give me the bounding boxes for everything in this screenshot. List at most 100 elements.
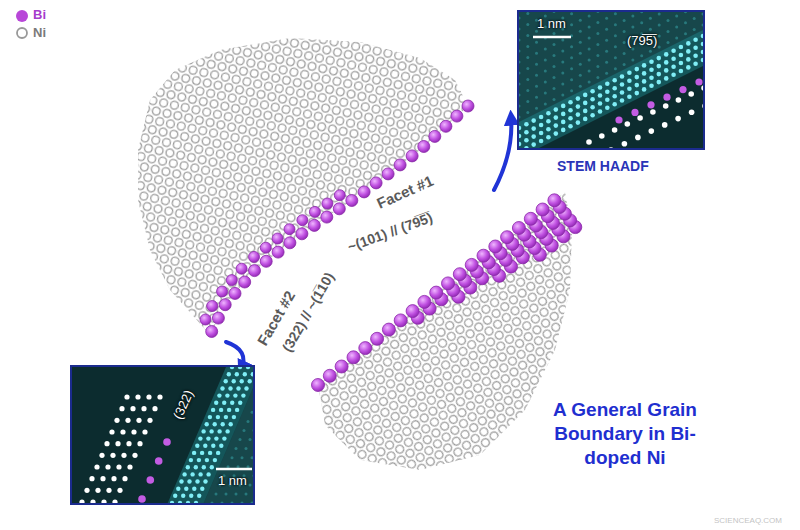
figure-title: A General Grain Boundary in Bi-doped Ni bbox=[545, 398, 705, 469]
stem-atom bbox=[658, 12, 661, 15]
stem-atom bbox=[561, 72, 564, 75]
stem-atom bbox=[553, 98, 556, 101]
stem-atom bbox=[526, 12, 529, 15]
stem-atom bbox=[612, 94, 617, 99]
stem-atom bbox=[215, 492, 218, 495]
stem-image bbox=[519, 12, 703, 148]
stem-atom bbox=[579, 85, 582, 88]
stem-atom bbox=[535, 63, 538, 66]
scale-bar bbox=[533, 36, 571, 39]
stem-atom bbox=[598, 101, 603, 106]
stem-atom bbox=[620, 98, 625, 103]
stem-atom bbox=[208, 451, 212, 455]
ni-column bbox=[84, 488, 89, 493]
bi-atom bbox=[284, 224, 295, 235]
ni-column bbox=[120, 429, 125, 434]
stem-atom bbox=[642, 87, 647, 92]
bi-atom bbox=[321, 211, 333, 223]
stem-atom bbox=[553, 32, 556, 35]
stem-atom bbox=[664, 76, 669, 81]
stem-atom bbox=[205, 422, 209, 426]
stem-atom bbox=[524, 146, 529, 148]
stem-atom bbox=[693, 53, 698, 58]
stem-atom bbox=[206, 436, 210, 440]
technique-label: STEM HAADF bbox=[557, 158, 649, 174]
legend-swatch bbox=[16, 10, 28, 22]
stem-atom bbox=[526, 45, 529, 48]
stem-atom bbox=[221, 422, 225, 426]
bi-atom bbox=[430, 286, 443, 299]
stem-atom bbox=[642, 71, 647, 76]
stem-inset: (322)1 nm bbox=[70, 365, 255, 505]
stem-atom bbox=[186, 465, 190, 469]
stem-atom bbox=[524, 130, 529, 135]
stem-atom bbox=[561, 128, 566, 133]
stem-atom bbox=[238, 367, 242, 369]
stem-atom bbox=[588, 48, 591, 51]
stem-atom bbox=[635, 83, 640, 88]
stem-atom bbox=[675, 37, 678, 40]
callout-arrow bbox=[494, 116, 511, 190]
stem-atom bbox=[211, 408, 215, 412]
bi-column bbox=[615, 116, 622, 123]
stem-atom bbox=[693, 28, 696, 31]
stem-atom bbox=[620, 90, 625, 95]
stem-atom bbox=[236, 386, 240, 390]
stem-atom bbox=[544, 91, 547, 94]
stem-atom bbox=[649, 76, 654, 81]
stem-atom bbox=[179, 479, 183, 483]
stem-atom bbox=[539, 115, 544, 120]
stem-atom bbox=[232, 415, 236, 419]
stem-atom bbox=[596, 65, 599, 68]
stem-atom bbox=[596, 43, 599, 46]
bi-atom bbox=[312, 379, 325, 392]
stem-atom bbox=[576, 96, 581, 101]
stem-atom bbox=[206, 472, 210, 476]
stem-atom bbox=[535, 74, 538, 77]
ni-column bbox=[137, 441, 142, 446]
stem-atom bbox=[635, 75, 640, 80]
stem-atom bbox=[664, 52, 669, 57]
ni-column bbox=[119, 406, 124, 411]
ni-column bbox=[116, 464, 121, 469]
stem-atom bbox=[230, 401, 234, 405]
stem-atom bbox=[524, 122, 529, 127]
stem-atom bbox=[553, 12, 556, 13]
stem-atom bbox=[210, 465, 214, 469]
stem-atom bbox=[170, 501, 174, 503]
stem-atom bbox=[658, 23, 661, 26]
ni-column bbox=[90, 499, 95, 503]
stem-atom bbox=[235, 447, 238, 450]
stem-atom bbox=[588, 81, 591, 84]
stem-atom bbox=[623, 19, 626, 22]
stem-atom bbox=[200, 487, 204, 491]
ni-column bbox=[124, 394, 129, 399]
stem-atom bbox=[553, 65, 556, 68]
bi-atom bbox=[212, 312, 224, 324]
stem-atom bbox=[588, 15, 591, 18]
stem-atom bbox=[189, 494, 193, 498]
stem-atom bbox=[614, 34, 617, 37]
ni-column bbox=[142, 429, 147, 434]
stem-atom bbox=[640, 54, 643, 57]
stem-atom bbox=[627, 87, 632, 92]
stem-atom bbox=[211, 444, 215, 448]
stem-atom bbox=[519, 142, 521, 147]
stem-atom bbox=[614, 45, 617, 48]
stem-atom bbox=[561, 94, 564, 97]
bi-atom bbox=[229, 287, 241, 299]
stem-atom bbox=[596, 21, 599, 24]
ni-column bbox=[701, 85, 703, 91]
stem-atom bbox=[605, 98, 610, 103]
stem-atom bbox=[588, 37, 591, 40]
stem-atom bbox=[519, 50, 521, 53]
stem-atom bbox=[614, 23, 617, 26]
stem-atom bbox=[583, 117, 588, 122]
stem-atom bbox=[561, 112, 566, 117]
scale-label: 1 nm bbox=[218, 474, 247, 489]
bi-atom bbox=[453, 268, 466, 281]
stem-atom bbox=[202, 465, 206, 469]
ni-column bbox=[105, 464, 110, 469]
stem-atom bbox=[561, 61, 564, 64]
stem-atom bbox=[614, 67, 617, 70]
